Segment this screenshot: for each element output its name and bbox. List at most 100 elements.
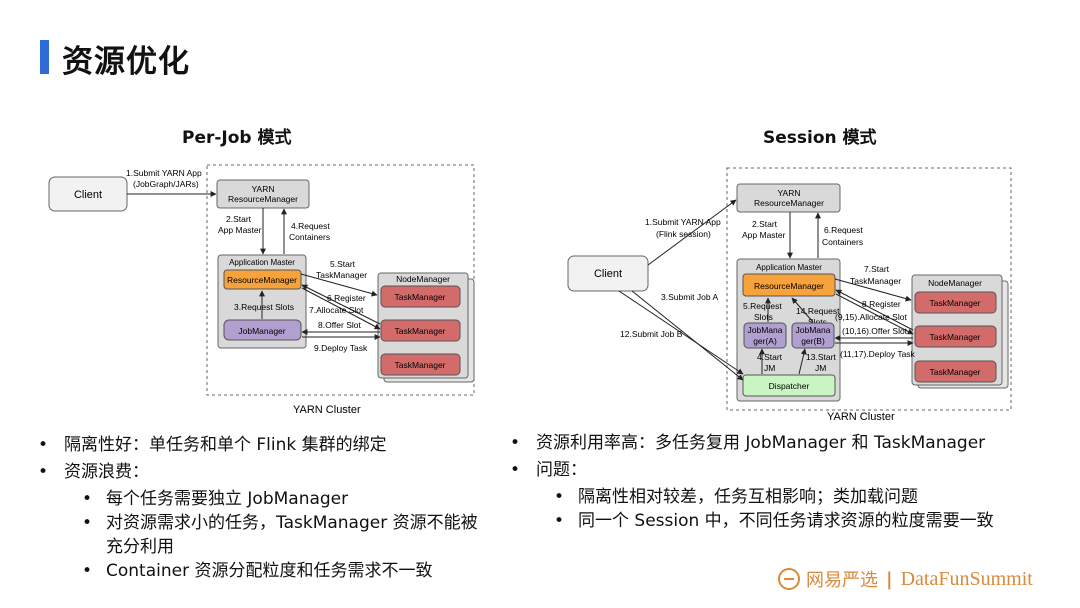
step12-label-right: 12.Submit Job B (620, 329, 683, 339)
step9-label-right: (9,15).Allocate Slot (835, 312, 907, 322)
step2-sub: App Master (218, 225, 262, 235)
node-manager-label-right: NodeManager (928, 278, 982, 288)
task-manager-3-label: TaskManager (394, 360, 445, 370)
step6-sub-right: Containers (822, 237, 863, 247)
bullet-isolation: 隔离性好：单任务和单个 Flink 集群的绑定 (38, 433, 508, 457)
step11-label-right: (11,17).Deploy Task (840, 349, 916, 359)
session-bullets: 资源利用率高：多任务复用 JobManager 和 TaskManager 问题… (510, 431, 1070, 533)
arrow-register (301, 284, 381, 325)
arrow-start-tm-right (834, 278, 912, 302)
step6-label: 6.Register (327, 293, 366, 303)
task-manager-right-2-label: TaskManager (929, 332, 980, 342)
app-master-label-right: Application Master (756, 263, 822, 272)
bullet-waste-3: Container 资源分配粒度和任务需求不一致 (38, 559, 508, 583)
yarn-rm-box-right (736, 183, 841, 213)
step1-sub-right: (Flink session) (656, 229, 711, 239)
step4-label-right: 4.Start (757, 352, 783, 362)
job-manager-b-box (791, 322, 835, 349)
page-title: 资源优化 (62, 44, 190, 80)
logo-separator: | (886, 568, 893, 590)
task-manager-2-label: TaskManager (394, 326, 445, 336)
cluster-label: YARN Cluster (293, 404, 361, 416)
step3-label: 3.Request Slots (234, 302, 294, 312)
resource-manager-label-right: ResourceManager (754, 281, 824, 291)
task-manager-right-3 (914, 360, 997, 383)
arrow-register-right (835, 289, 914, 331)
step13-label-right: 13.Start (806, 352, 836, 362)
step1-sub: (JobGraph/JARs) (133, 179, 199, 189)
step8-label: 8.Offer Slot (318, 320, 361, 330)
client-box-right (567, 255, 649, 292)
job-manager-label: JobManager (238, 326, 285, 336)
yanxuan-logo-icon (778, 568, 800, 590)
footer-logo: 网易严选 | DataFunSummit (778, 566, 1033, 592)
arrow-submit-job-a (618, 290, 744, 375)
step2-label: 2.Start (226, 214, 252, 224)
bullet-waste: 资源浪费： (38, 460, 508, 484)
arrow-start-tm (300, 273, 378, 297)
per-job-bullets: 隔离性好：单任务和单个 Flink 集群的绑定 资源浪费： 每个任务需要独立 J… (38, 433, 508, 583)
dispatcher-box (742, 374, 836, 397)
client-label: Client (74, 189, 102, 201)
task-manager-right-1-label: TaskManager (929, 298, 980, 308)
bullet-waste-2-line-1: 对资源需求小的任务，TaskManager 资源不能被 (106, 513, 478, 533)
yarn-rm-label-right-1: YARN (778, 188, 801, 198)
task-manager-2 (380, 319, 461, 342)
step14-sub-right: Slots (808, 317, 827, 327)
per-job-diagram: YARN Cluster Client 1.Submit YARN App (J… (48, 164, 475, 416)
step7-label: 7.Allocate Slot (309, 305, 364, 315)
bullet-utilization: 资源利用率高：多任务复用 JobManager 和 TaskManager (510, 431, 1070, 455)
step13-sub-right: JM (815, 363, 826, 373)
step1-label-right: 1.Submit YARN App (645, 217, 721, 227)
session-subtitle: Session 模式 (763, 128, 877, 148)
job-manager-a-label-1: JobMana (748, 325, 783, 335)
resource-manager-box-right (742, 273, 836, 297)
step2-label-right: 2.Start (752, 219, 778, 229)
bullet-waste-2-line-2: 充分利用 (106, 537, 174, 557)
logo-cn-text: 网易严选 (806, 570, 878, 591)
bullet-issues: 问题： (510, 458, 1070, 482)
job-manager-a-box (743, 322, 787, 349)
title-accent-bar (40, 40, 49, 74)
logo-en-text: DataFunSummit (900, 567, 1033, 590)
step5-label-right: 5.Request (743, 301, 782, 311)
step3-label-right: 3.Submit Job A (661, 292, 719, 302)
step7-sub-right: TaskManager (850, 276, 901, 286)
bullet-waste-2: 对资源需求小的任务，TaskManager 资源不能被 充分利用 (38, 511, 508, 559)
app-master-label: Application Master (229, 258, 295, 267)
step4-sub-right: JM (764, 363, 775, 373)
cluster-label-right: YARN Cluster (827, 411, 895, 423)
step5-sub: TaskManager (316, 270, 367, 280)
session-diagram: YARN Cluster Client 1.Submit YARN App (F… (567, 167, 1012, 423)
step4-sub: Containers (289, 232, 330, 242)
step1-label: 1.Submit YARN App (126, 168, 202, 178)
task-manager-right-1 (914, 291, 997, 314)
yarn-cluster-boundary-right (726, 167, 1012, 411)
step2-sub-right: App Master (742, 230, 786, 240)
step5-label: 5.Start (330, 259, 356, 269)
yarn-rm-label-1: YARN (252, 184, 275, 194)
step5-sub-right: Slots (754, 312, 773, 322)
step10-label-right: (10,16).Offer Slot (842, 326, 908, 336)
job-manager-a-label-2: ger(A) (753, 336, 777, 346)
task-manager-1 (380, 285, 461, 308)
task-manager-1-label: TaskManager (394, 292, 445, 302)
task-manager-right-2 (914, 325, 997, 348)
bullet-waste-1: 每个任务需要独立 JobManager (38, 487, 508, 511)
step8-label-right: 8.Register (862, 299, 901, 309)
step4-label: 4.Request (291, 221, 330, 231)
bullet-issues-1: 隔离性相对较差，任务互相影响；类加载问题 (510, 485, 1070, 509)
node-manager-label: NodeManager (396, 274, 450, 284)
arrow-request-slots-b (791, 297, 814, 323)
yarn-cluster-boundary (206, 164, 475, 396)
step9-label: 9.Deploy Task (314, 343, 368, 353)
job-manager-box (223, 319, 302, 341)
step7-label-right: 7.Start (864, 264, 890, 274)
arrow-start-jm-b (798, 348, 807, 375)
arrow-submit-app-right (647, 199, 737, 266)
resource-manager-label: ResourceManager (227, 275, 297, 285)
resource-manager-box (223, 269, 302, 290)
task-manager-right-3-label: TaskManager (929, 367, 980, 377)
yarn-rm-label-2: ResourceManager (228, 194, 298, 204)
step14-label-right: 14.Request (796, 306, 840, 316)
